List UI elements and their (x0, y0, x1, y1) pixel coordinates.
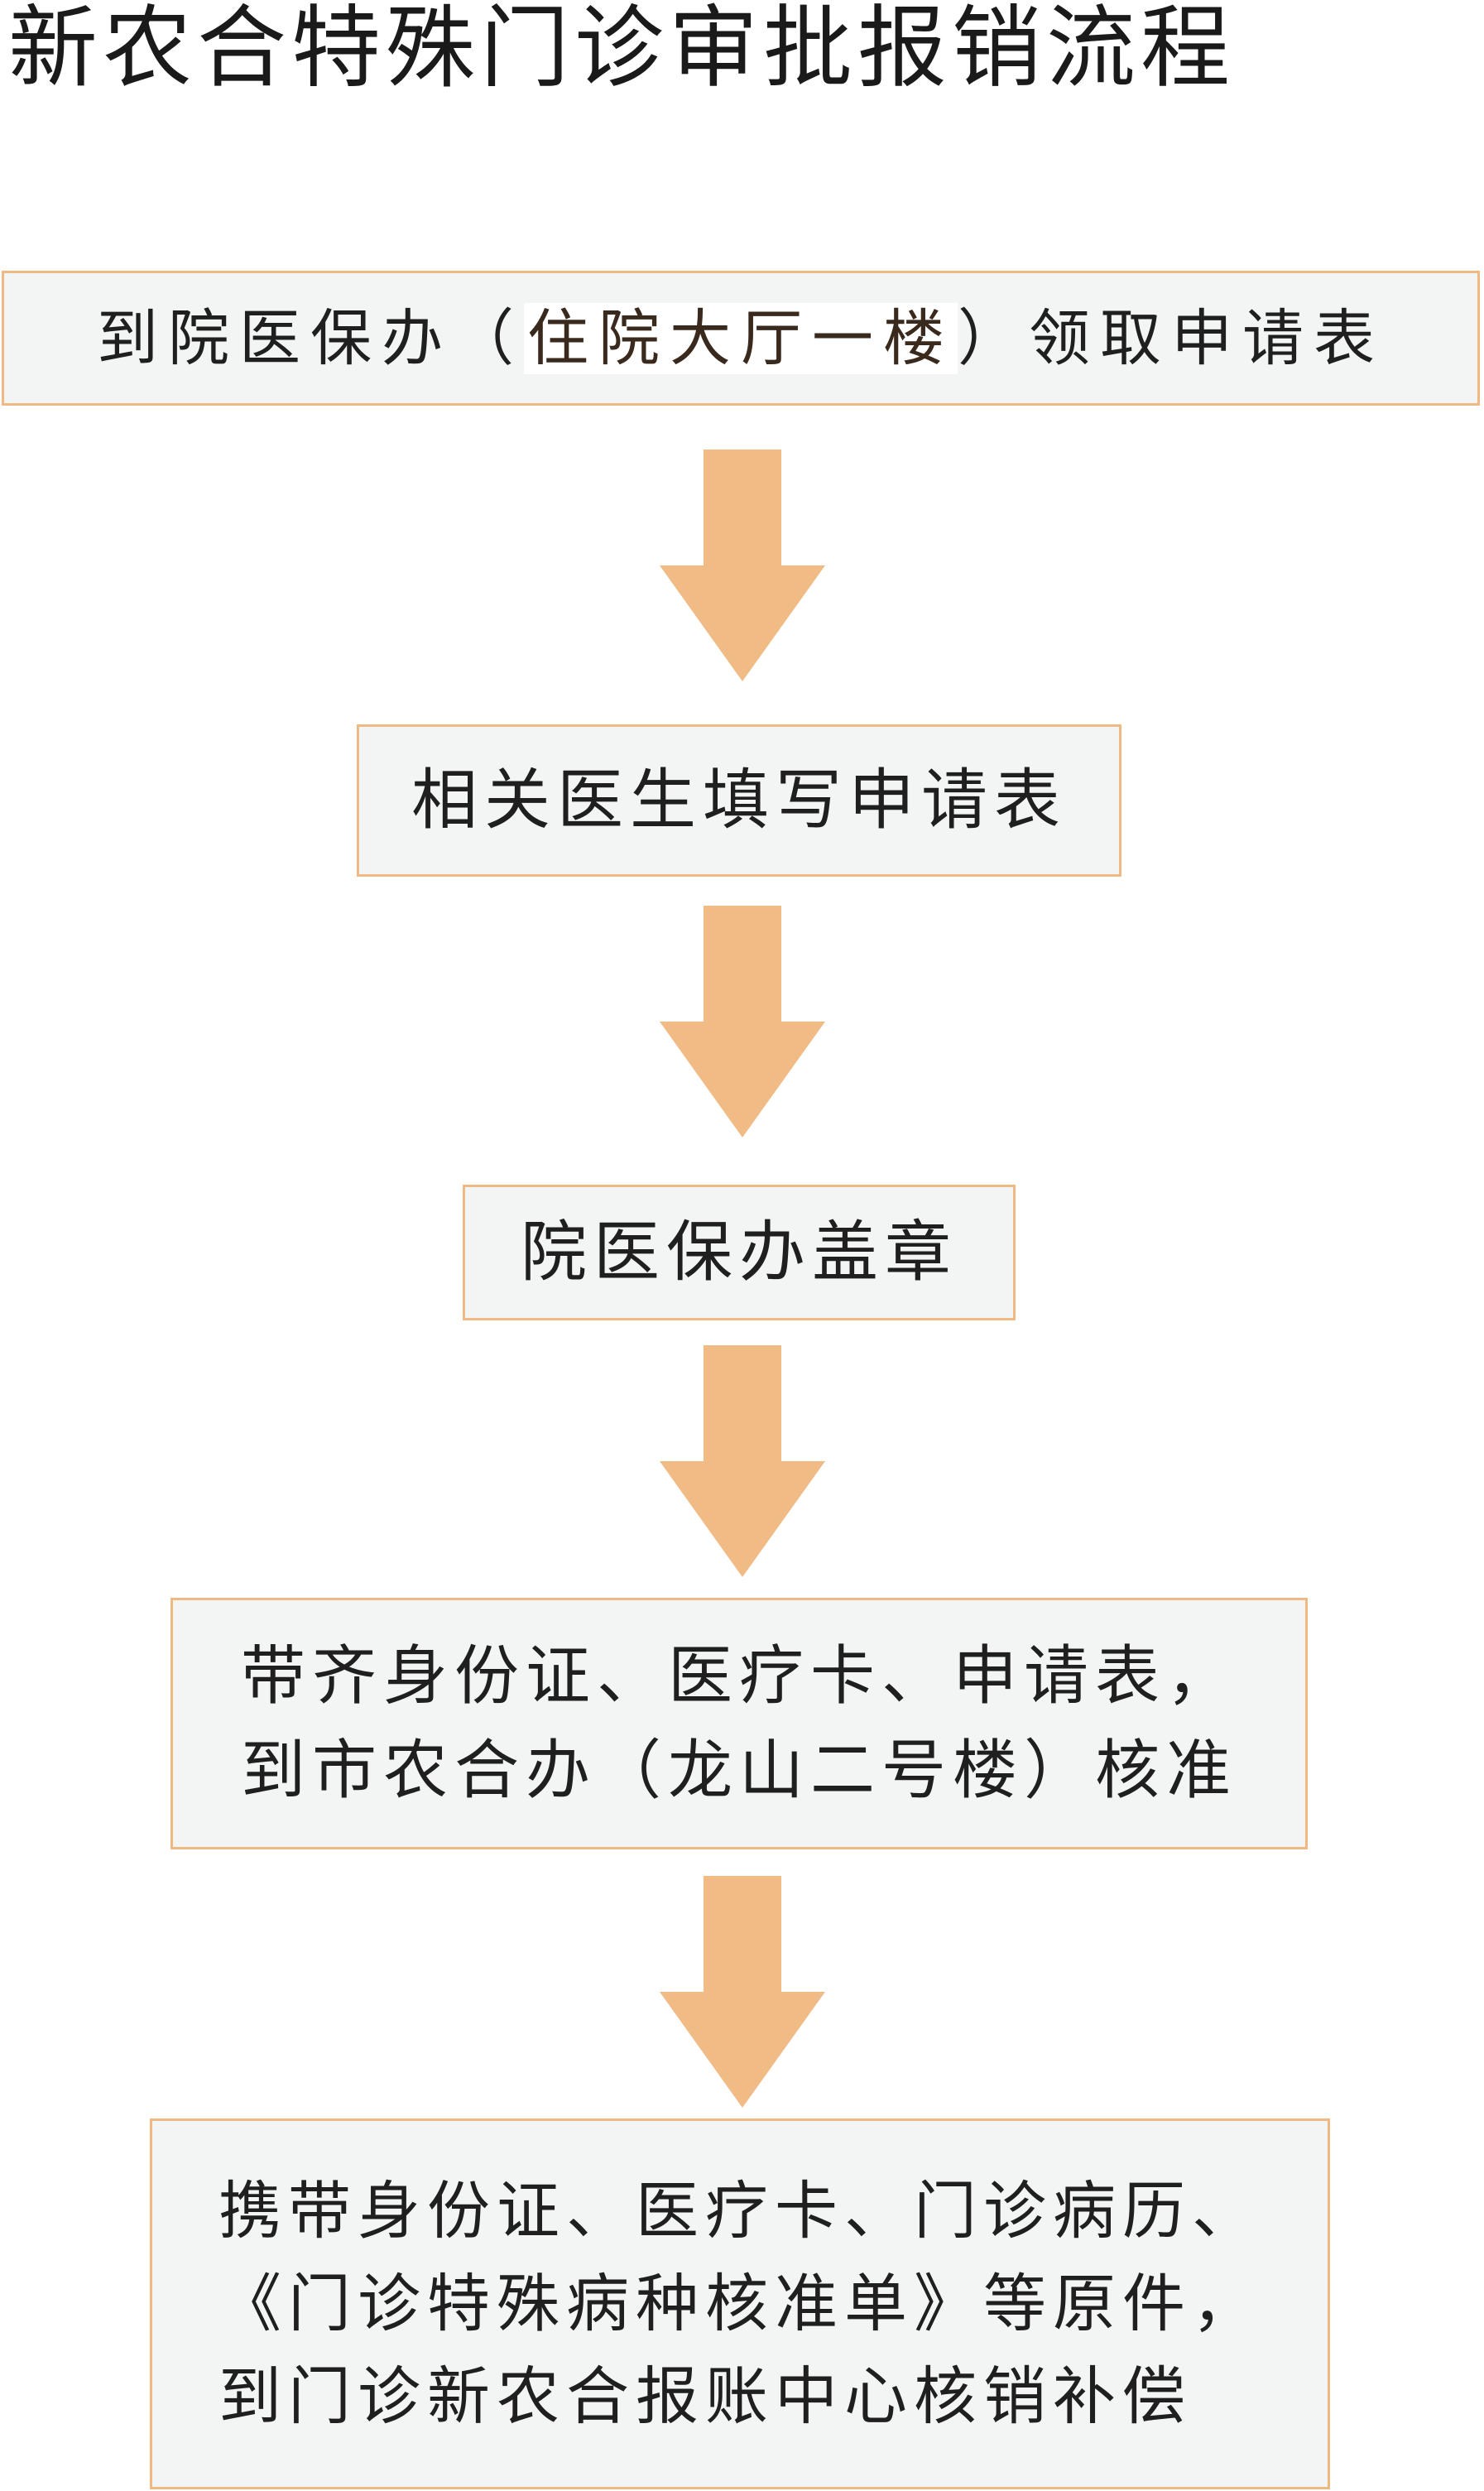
step-2-line: 相关医生填写申请表 (411, 762, 1067, 839)
step-1-text-pre: 到院医保办（ (97, 302, 524, 374)
step-1-location-highlight: 住院大厅一楼 (524, 302, 958, 374)
arrow-down-icon (660, 1876, 825, 2108)
arrow-down-icon (660, 906, 825, 1137)
step-3-line: 院医保办盖章 (521, 1214, 958, 1291)
step-1-box: 到院医保办（住院大厅一楼）领取申请表 (2, 271, 1480, 406)
step-1-text-post: ）领取申请表 (958, 302, 1385, 374)
arrow-down-icon (660, 1345, 825, 1577)
step-1-text: 到院医保办（住院大厅一楼）领取申请表 (97, 301, 1385, 376)
page-title: 新农合特殊门诊审批报销流程 (8, 0, 1236, 100)
arrow-down-icon (660, 450, 825, 681)
step-4-line-2: 到市农合办（龙山二号楼）核准 (240, 1734, 1237, 1808)
step-4-box: 带齐身份证、医疗卡、申请表， 到市农合办（龙山二号楼）核准 (170, 1598, 1308, 1849)
step-4-line-1: 带齐身份证、医疗卡、申请表， (240, 1639, 1237, 1714)
step-2-box: 相关医生填写申请表 (357, 724, 1121, 877)
step-5-line-3: 到门诊新农合报账中心核销补偿 (219, 2359, 1192, 2433)
step-5-line-2: 《门诊特殊病种核准单》等原件， (219, 2267, 1261, 2340)
step-5-line-1: 携带身份证、医疗卡、门诊病历、 (219, 2174, 1261, 2248)
step-5-box: 携带身份证、医疗卡、门诊病历、 《门诊特殊病种核准单》等原件， 到门诊新农合报账… (150, 2118, 1330, 2489)
step-3-box: 院医保办盖章 (463, 1185, 1016, 1320)
